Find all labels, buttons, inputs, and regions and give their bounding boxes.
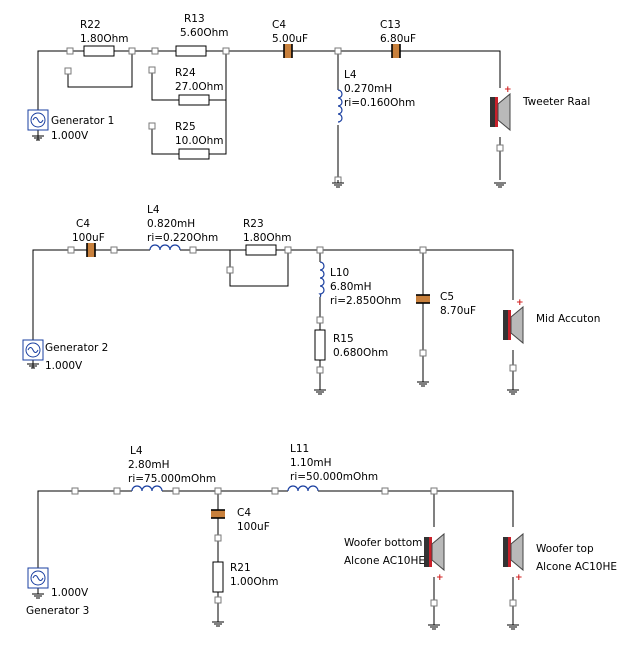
- inductor-l4[interactable]: [337, 89, 343, 123]
- label-c5-value: 8.70uF: [440, 305, 476, 317]
- inductor-l4-2[interactable]: [149, 244, 181, 251]
- label-woofer-top-name: Woofer top: [536, 543, 594, 555]
- generator-3-symbol[interactable]: [27, 567, 49, 589]
- svg-text:+: +: [515, 573, 523, 583]
- resistor-r13[interactable]: [175, 45, 207, 57]
- ground-icon: [314, 389, 326, 395]
- label-woofer-bottom-name: Woofer bottom: [344, 537, 422, 549]
- label-r23-ref: R23: [243, 218, 264, 230]
- label-c13-value: 6.80uF: [380, 33, 416, 45]
- label-l4-ri: ri=0.160Ohm: [344, 97, 415, 109]
- label-c13-ref: C13: [380, 19, 401, 31]
- label-r13-value: 5.60Ohm: [180, 27, 229, 39]
- capacitor-c4-2[interactable]: [86, 243, 96, 257]
- label-r25-ref: R25: [175, 121, 196, 133]
- label-l4-3-ri: ri=75.000mOhm: [128, 473, 216, 485]
- circuit-3-nodes: [71, 487, 517, 607]
- label-c4-ref: C4: [272, 19, 286, 31]
- resistor-r22[interactable]: [83, 45, 115, 57]
- resistor-r15[interactable]: [314, 329, 326, 361]
- label-l4-2-value: 0.820mH: [147, 218, 195, 230]
- capacitor-c13[interactable]: [391, 44, 401, 58]
- label-generator-3-name: Generator 3: [26, 605, 89, 617]
- inductor-l11[interactable]: [287, 485, 319, 492]
- ground-icon: [32, 593, 44, 599]
- inductor-l10[interactable]: [318, 261, 325, 298]
- resistor-r24[interactable]: [178, 94, 210, 106]
- label-r22-value: 1.80Ohm: [80, 33, 129, 45]
- label-c4-3-ref: C4: [237, 507, 251, 519]
- ground-icon: [507, 389, 519, 395]
- label-l11-ri: ri=50.000mOhm: [290, 471, 378, 483]
- resistor-r23[interactable]: [245, 244, 277, 256]
- label-generator-1-voltage: 1.000V: [51, 130, 89, 142]
- ground-icon: [494, 182, 506, 188]
- label-c5-ref: C5: [440, 291, 454, 303]
- svg-text:+: +: [436, 573, 444, 583]
- label-l4-ref: L4: [344, 69, 357, 81]
- ground-icon: [507, 624, 519, 630]
- ground-icon: [332, 180, 344, 188]
- label-c4-2-ref: C4: [76, 218, 90, 230]
- label-r23-value: 1.80Ohm: [243, 232, 292, 244]
- label-l4-2-ref: L4: [147, 204, 160, 216]
- label-c4-2-value: 100uF: [72, 232, 105, 244]
- circuit-2: + C4 100uF L4 0.820mH ri=0.220Ohm R23 1.…: [22, 204, 600, 395]
- circuit-1: + R22 1.80Ohm R13 5.60Ohm R24 27.0Ohm R2…: [27, 13, 590, 188]
- ground-icon: [417, 381, 429, 387]
- label-l10-ri: ri=2.850Ohm: [330, 295, 401, 307]
- label-generator-1-name: Generator 1: [51, 115, 114, 127]
- label-woofer-top-model: Alcone AC10HE: [536, 561, 617, 573]
- label-r24-value: 27.0Ohm: [175, 81, 224, 93]
- label-c4-3-value: 100uF: [237, 521, 270, 533]
- label-generator-2-voltage: 1.000V: [45, 360, 83, 372]
- label-l10-value: 6.80mH: [330, 281, 372, 293]
- label-l10-ref: L10: [330, 267, 349, 279]
- speaker-mid-icon[interactable]: +: [503, 298, 524, 345]
- speaker-woofer-bottom-icon[interactable]: +: [424, 532, 445, 583]
- label-r22-ref: R22: [80, 19, 101, 31]
- generator-2-symbol[interactable]: [22, 339, 44, 361]
- label-l4-2-ri: ri=0.220Ohm: [147, 232, 218, 244]
- svg-text:+: +: [516, 298, 524, 308]
- resistor-r21[interactable]: [212, 561, 224, 593]
- label-l11-ref: L11: [290, 443, 309, 455]
- ground-icon: [212, 621, 224, 627]
- label-l4-3-ref: L4: [130, 445, 143, 457]
- label-woofer-bottom-model: Alcone AC10HE: [344, 555, 425, 567]
- label-l4-value: 0.270mH: [344, 83, 392, 95]
- label-l4-3-value: 2.80mH: [128, 459, 170, 471]
- circuit-1-nodes: [64, 47, 504, 184]
- circuit-2-nodes: [67, 246, 517, 374]
- label-generator-2-name: Generator 2: [45, 342, 108, 354]
- speaker-woofer-top-icon[interactable]: +: [503, 532, 524, 583]
- ground-icon: [428, 624, 440, 630]
- circuit-3: + + L4 2.80mH ri=75.000mOhm C4 100uF R21…: [26, 443, 617, 630]
- label-r24-ref: R24: [175, 67, 196, 79]
- label-r15-ref: R15: [333, 333, 354, 345]
- label-r21-ref: R21: [230, 562, 251, 574]
- capacitor-c4[interactable]: [283, 44, 293, 58]
- label-r21-value: 1.00Ohm: [230, 576, 279, 588]
- svg-text:+: +: [504, 85, 512, 95]
- label-generator-3-voltage: 1.000V: [51, 587, 89, 599]
- label-r25-value: 10.0Ohm: [175, 135, 224, 147]
- label-speaker-tweeter: Tweeter Raal: [522, 96, 590, 108]
- capacitor-c5[interactable]: [416, 294, 430, 304]
- ground-icon: [32, 135, 44, 141]
- generator-1-symbol[interactable]: [27, 109, 49, 131]
- speaker-tweeter-icon[interactable]: +: [490, 85, 512, 132]
- resistor-r25[interactable]: [178, 148, 210, 160]
- label-r13-ref: R13: [184, 13, 205, 25]
- ground-icon: [27, 363, 39, 369]
- inductor-l4-3[interactable]: [131, 485, 163, 492]
- label-c4-value: 5.00uF: [272, 33, 308, 45]
- label-r15-value: 0.680Ohm: [333, 347, 388, 359]
- label-speaker-mid: Mid Accuton: [536, 313, 600, 325]
- capacitor-c4-3[interactable]: [211, 509, 225, 519]
- label-l11-value: 1.10mH: [290, 457, 332, 469]
